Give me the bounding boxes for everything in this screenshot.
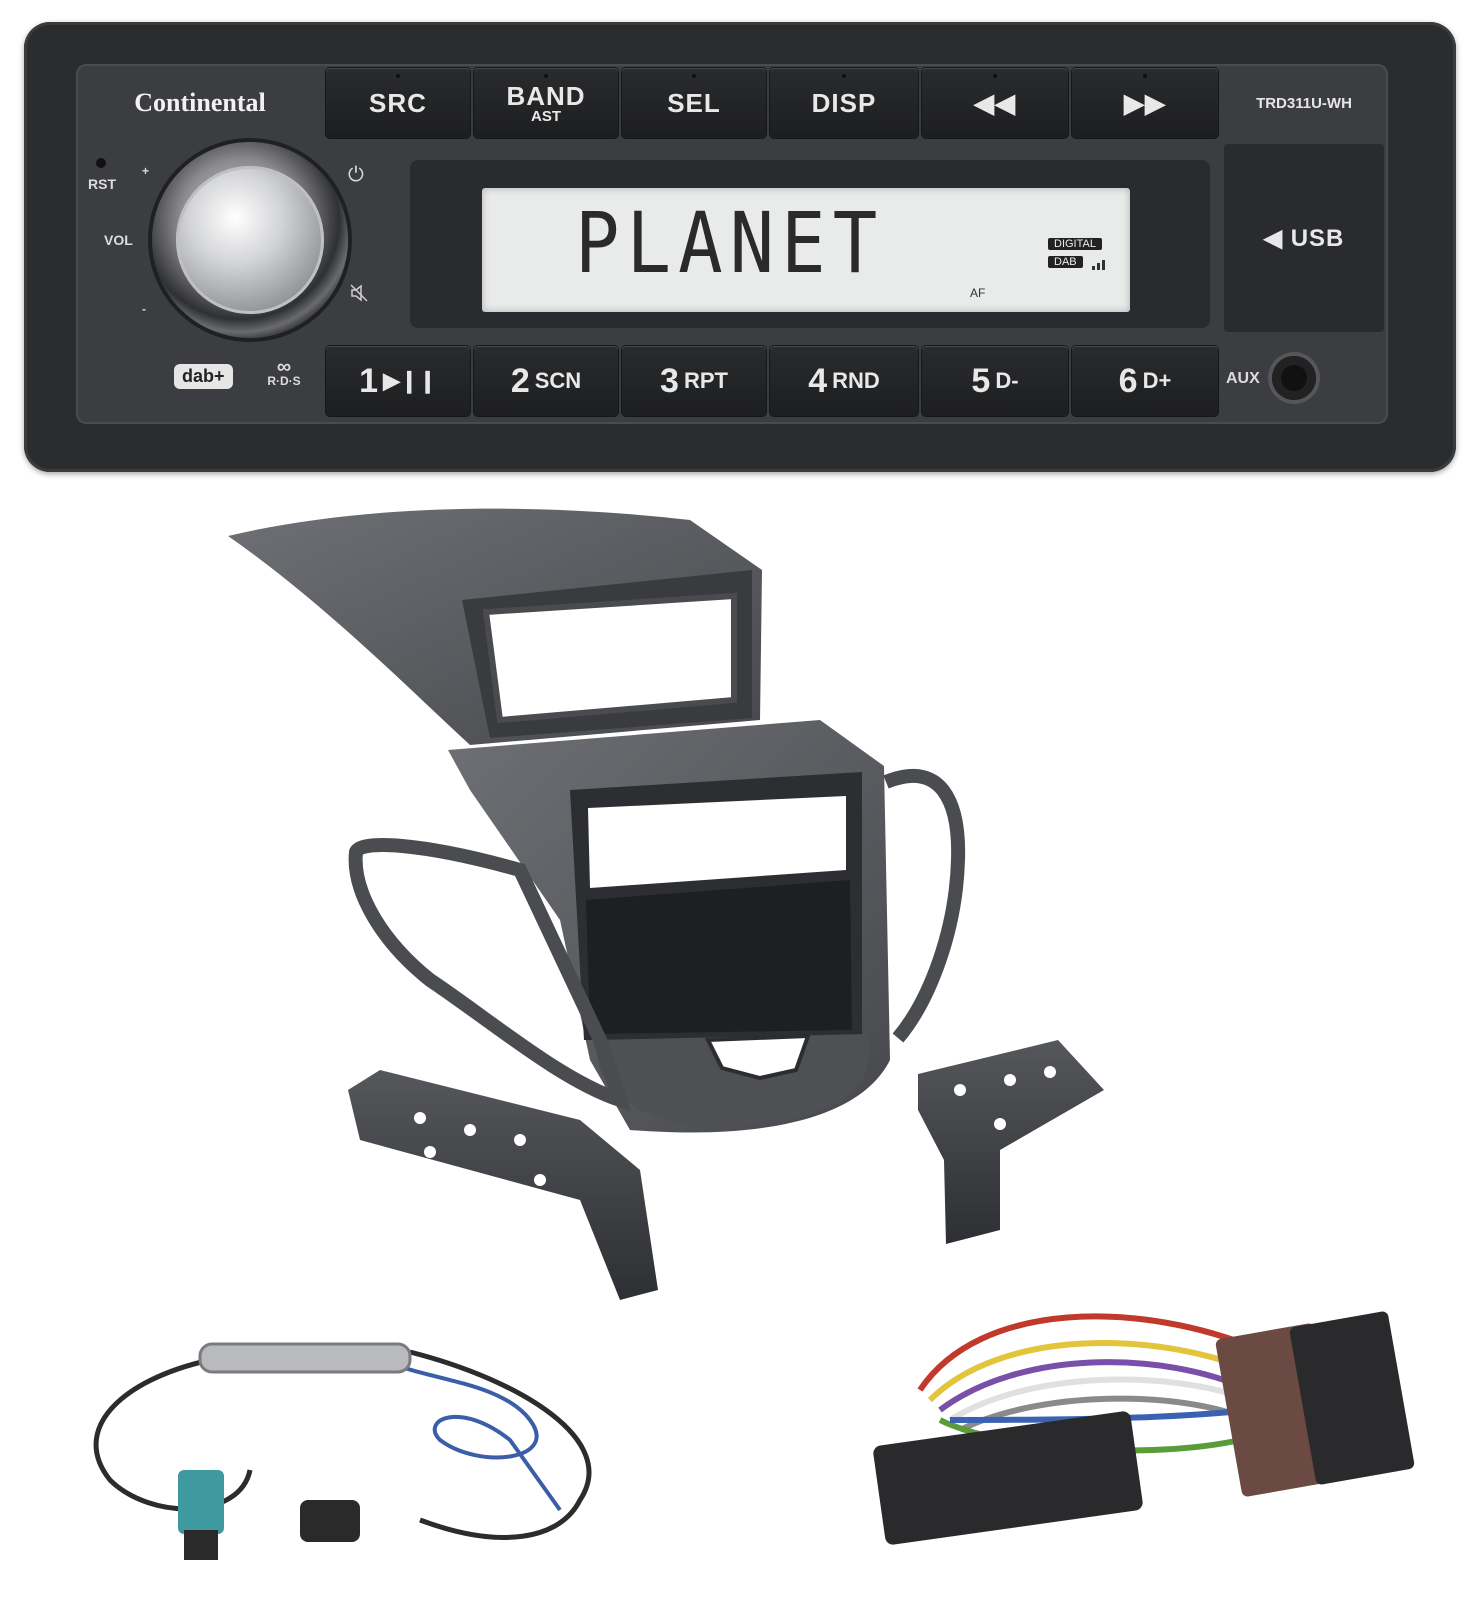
fakra-connector-body — [184, 1530, 218, 1560]
harness-wire-red — [917, 1313, 1262, 1392]
lcd-display — [482, 188, 1130, 312]
src-button-label: SRC — [369, 88, 427, 118]
volume-minus-label: - — [142, 302, 146, 316]
usb-label: ◀ USB — [1263, 224, 1345, 252]
left-bracket-holes — [414, 1112, 546, 1186]
sel-button[interactable]: SEL — [622, 68, 766, 138]
preset-5-button[interactable]: 5 D- — [922, 346, 1068, 416]
rds-logo-text: R·D·S — [267, 374, 301, 388]
preset-5-suffix: D- — [995, 368, 1019, 393]
power-icon: ⏻ — [348, 164, 364, 186]
harness-wire-yellow — [927, 1339, 1252, 1403]
preset-6-number: 6 — [1118, 362, 1139, 400]
display-text: PLANET — [575, 194, 885, 292]
mute-icon — [350, 284, 368, 302]
right-mounting-bracket — [918, 1040, 1104, 1244]
harness-wire-purple — [938, 1359, 1252, 1413]
af-indicator: AF — [970, 286, 986, 300]
aux-input-jack[interactable] — [1272, 356, 1316, 400]
sel-button-label: SEL — [667, 88, 721, 118]
usb-port-cover[interactable]: ◀ USB — [1224, 144, 1384, 332]
left-mounting-bracket — [348, 1070, 658, 1300]
fakra-connector — [178, 1470, 224, 1534]
indicator-dot — [993, 74, 997, 78]
frame-right-arm — [883, 769, 966, 1043]
rds-logo: ∞ R·D·S — [262, 357, 306, 388]
play-pause-icon: ▶❙❙ — [383, 368, 437, 393]
band-button-label: BAND — [506, 80, 586, 111]
preset-3-suffix: RPT — [683, 368, 728, 393]
fast-forward-button[interactable]: ▶▶ — [1072, 68, 1218, 138]
volume-plus-label: + — [142, 164, 150, 178]
preset-4-number: 4 — [808, 362, 829, 400]
reset-label: RST — [88, 176, 116, 192]
indicator-dot — [396, 74, 400, 78]
antenna-inline-cylinder — [198, 1342, 412, 1374]
frame-left-arm — [348, 838, 632, 1112]
rewind-icon: ◀◀ — [974, 88, 1016, 118]
indicator-dot — [1143, 74, 1147, 78]
preset-3-number: 3 — [660, 362, 680, 400]
antenna-cable-black-2 — [409, 1349, 592, 1540]
vehicle-connector — [873, 1411, 1143, 1545]
preset-2-number: 2 — [510, 362, 531, 400]
aux-label: AUX — [1226, 370, 1260, 387]
indicator-dot — [692, 74, 696, 78]
digital-indicator: DIGITAL — [1048, 238, 1102, 250]
volume-knob[interactable] — [176, 166, 324, 314]
harness-wire-white — [948, 1376, 1252, 1423]
preset-5-number: 5 — [971, 362, 992, 400]
preset-2-suffix: SCN — [534, 368, 582, 393]
preset-4-suffix: RND — [832, 368, 880, 393]
frame-tray — [586, 880, 852, 1034]
band-button-sublabel: AST — [531, 107, 561, 125]
dab-indicator: DAB — [1048, 256, 1083, 268]
frame-upper-pocket-opening — [482, 592, 737, 724]
preset-6-button[interactable]: 6 D+ — [1072, 346, 1218, 416]
band-button[interactable]: BAND AST — [474, 68, 618, 138]
preset-3-button[interactable]: 3 RPT — [622, 346, 766, 416]
fast-forward-icon: ▶▶ — [1124, 88, 1166, 118]
brand-logo: Continental — [134, 88, 266, 117]
indicator-dot — [842, 74, 846, 78]
indicator-dot — [544, 74, 548, 78]
iso-connector-black — [1289, 1311, 1415, 1485]
src-button[interactable]: SRC — [326, 68, 470, 138]
right-bracket-holes — [954, 1066, 1056, 1130]
antenna-cable-blue — [379, 1356, 562, 1512]
preset-4-button[interactable]: 4 RND — [770, 346, 918, 416]
rewind-button[interactable]: ◀◀ — [922, 68, 1068, 138]
preset-2-button[interactable]: 2 SCN — [474, 346, 618, 416]
disp-button[interactable]: DISP — [770, 68, 918, 138]
reset-button[interactable] — [96, 158, 106, 168]
preset-6-suffix: D+ — [1142, 368, 1172, 393]
volume-label: VOL — [104, 232, 133, 248]
frame-clip-hole — [704, 1033, 811, 1081]
din-antenna-plug — [300, 1500, 360, 1542]
model-number: TRD311U-WH — [1256, 94, 1352, 112]
dab-logo: dab+ — [174, 364, 233, 389]
antenna-cable-black — [93, 1357, 253, 1512]
disp-button-label: DISP — [811, 88, 877, 118]
frame-din-opening — [588, 796, 846, 888]
preset-1-button[interactable]: 1 ▶❙❙ — [326, 346, 470, 416]
preset-1-number: 1 — [359, 362, 380, 400]
